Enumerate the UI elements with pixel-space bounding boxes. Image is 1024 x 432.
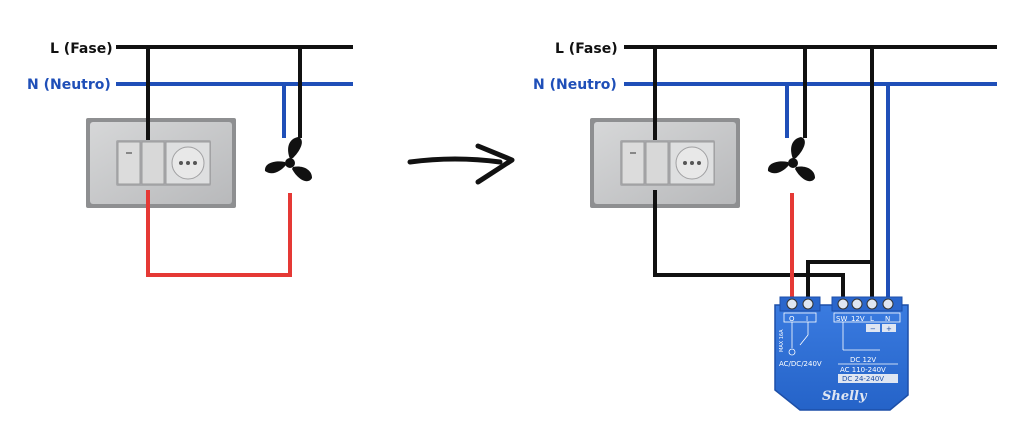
phase-label-right: L (Fase) bbox=[555, 41, 618, 57]
max-current-text: MAX 16A bbox=[779, 329, 785, 352]
wall-switch-socket-icon bbox=[85, 117, 237, 209]
fan-icon bbox=[264, 137, 312, 182]
shelly-logo: Shelly bbox=[822, 389, 868, 404]
terminal-12v: 12V bbox=[851, 315, 865, 323]
terminal-l: L bbox=[870, 315, 874, 323]
shelly-module: O I SW 12V L N − + MAX 16A AC/DC/240V DC… bbox=[774, 296, 909, 411]
terminal-o: O bbox=[789, 315, 795, 323]
dc12-text: DC 12V bbox=[850, 356, 876, 364]
phase-to-i-wire bbox=[806, 260, 872, 302]
terminal-sw: SW bbox=[836, 315, 847, 323]
wall-switch-socket-icon-right bbox=[589, 117, 741, 209]
switched-live-left bbox=[146, 190, 292, 277]
plus-sign: + bbox=[886, 325, 892, 333]
minus-sign: − bbox=[870, 325, 876, 333]
neutral-label-left: N (Neutro) bbox=[27, 77, 111, 93]
phase-label-left: L (Fase) bbox=[50, 41, 113, 57]
neutral-label-right: N (Neutro) bbox=[533, 77, 617, 93]
dc24-text: DC 24-240V bbox=[842, 375, 884, 383]
terminal-i: I bbox=[806, 315, 808, 323]
before-diagram: L (Fase) N (Neutro) bbox=[27, 41, 353, 277]
arrow-right-icon bbox=[407, 143, 515, 185]
voltage-left-text: AC/DC/240V bbox=[779, 360, 822, 368]
switch-to-sw-wire bbox=[653, 190, 845, 298]
ac-text: AC 110-240V bbox=[840, 366, 886, 374]
after-diagram: L (Fase) N (Neutro) bbox=[533, 41, 997, 411]
fan-icon-right bbox=[767, 137, 815, 182]
terminal-n: N bbox=[885, 315, 890, 323]
